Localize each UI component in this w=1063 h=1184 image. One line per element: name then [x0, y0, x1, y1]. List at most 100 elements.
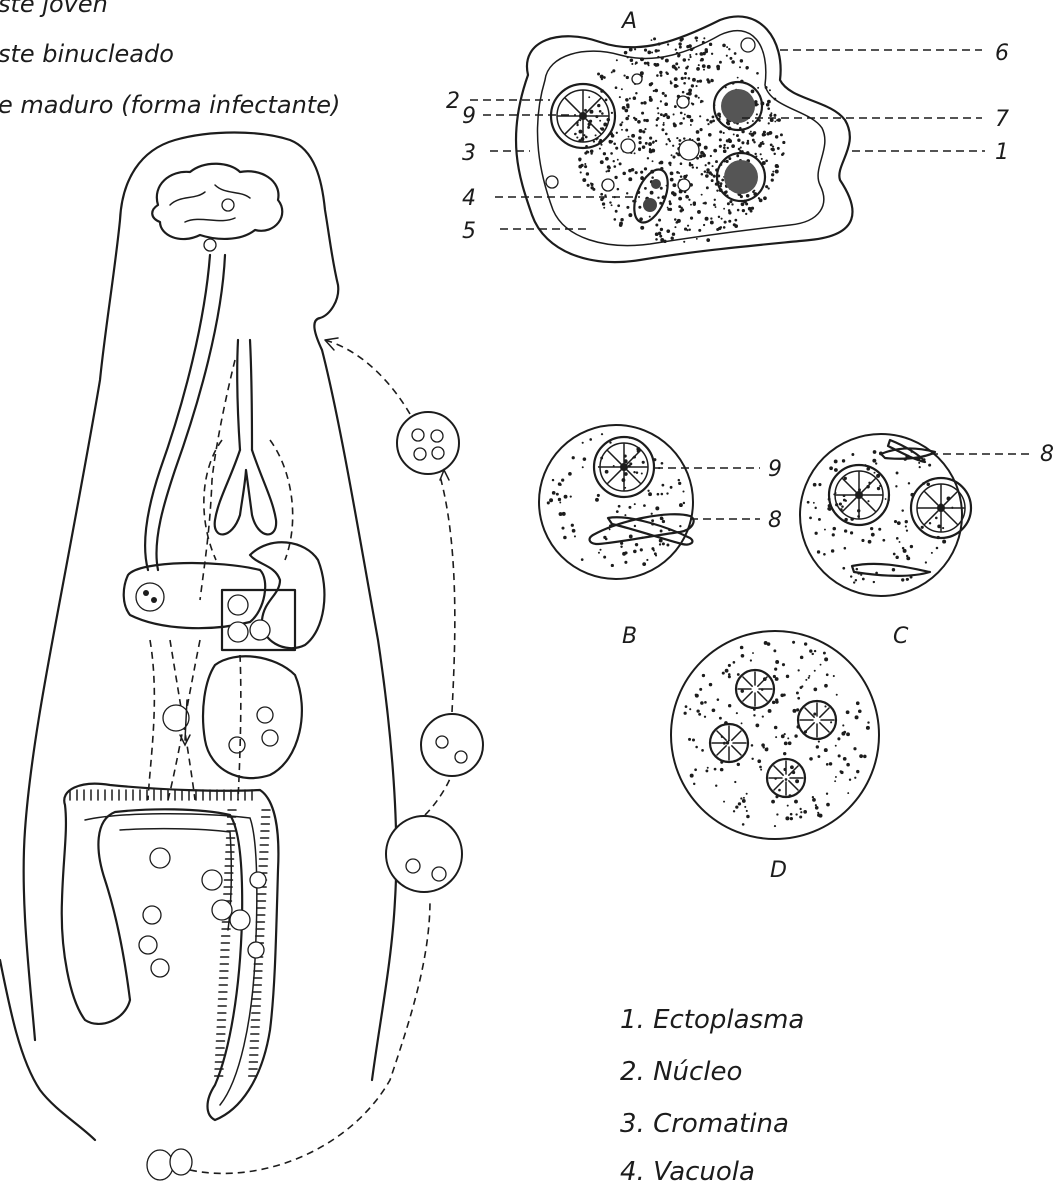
granule	[644, 187, 647, 190]
granule	[855, 715, 859, 719]
granule	[636, 471, 639, 474]
granule	[639, 141, 642, 144]
granule	[854, 777, 856, 779]
granule	[747, 122, 749, 124]
granule	[712, 165, 714, 167]
granule	[700, 701, 704, 705]
granule	[775, 736, 777, 738]
granule	[901, 509, 903, 511]
granule	[680, 175, 683, 178]
granule	[907, 578, 909, 580]
panel-label-d: D	[770, 858, 787, 883]
granule	[720, 768, 724, 772]
granule	[782, 141, 785, 144]
granule	[568, 472, 572, 476]
granule	[647, 490, 649, 492]
granule	[853, 581, 855, 583]
legend-item-2: 2. Núcleo	[620, 1057, 742, 1087]
granule	[707, 123, 709, 125]
granule	[702, 52, 705, 55]
granule	[683, 82, 686, 85]
granule	[657, 112, 659, 114]
granule	[862, 578, 865, 581]
granule	[757, 759, 761, 763]
granule	[670, 486, 673, 489]
granule	[626, 206, 629, 209]
brain	[152, 164, 282, 239]
granule	[728, 48, 730, 50]
granule	[707, 767, 709, 769]
granule	[768, 187, 770, 189]
granule	[800, 686, 803, 689]
granule	[841, 505, 844, 508]
granule	[774, 825, 776, 827]
granule	[665, 59, 669, 63]
granule	[731, 60, 735, 64]
granule	[728, 211, 731, 214]
callout-9: 9	[462, 104, 476, 129]
granule	[826, 673, 829, 676]
granule	[712, 116, 715, 119]
contractile-vacuole	[679, 140, 699, 160]
granule	[601, 433, 603, 435]
granule	[728, 209, 731, 212]
granule	[671, 154, 673, 156]
granule	[818, 483, 821, 486]
granule	[719, 138, 722, 141]
granule	[745, 202, 748, 205]
granule	[605, 99, 608, 102]
granule	[601, 78, 603, 80]
granule	[655, 140, 657, 142]
granule	[826, 763, 829, 766]
callout-3: 3	[462, 141, 476, 166]
chromatin-spoke	[565, 119, 580, 134]
granule	[712, 708, 716, 712]
granule	[642, 461, 645, 464]
granule	[692, 166, 694, 168]
granule	[842, 459, 845, 462]
granule	[751, 758, 753, 760]
granule	[706, 78, 709, 81]
granule	[665, 133, 668, 136]
granule	[639, 129, 643, 133]
granule	[775, 170, 779, 174]
granule	[784, 742, 788, 746]
granule	[684, 227, 687, 230]
granule	[615, 86, 618, 89]
granule	[833, 527, 837, 531]
granule	[754, 153, 756, 155]
granule	[692, 47, 694, 49]
granule	[648, 492, 652, 496]
granule	[559, 512, 563, 516]
granule	[800, 811, 802, 813]
granule	[626, 76, 629, 79]
granule	[705, 48, 708, 51]
granule	[676, 137, 678, 139]
granule	[657, 493, 660, 496]
granule	[628, 136, 630, 138]
granule	[644, 49, 647, 52]
granule	[767, 107, 770, 110]
granule	[834, 468, 838, 472]
granule	[674, 67, 677, 70]
callout-b-9: 9	[768, 457, 782, 482]
granule	[706, 238, 710, 242]
granule	[611, 71, 613, 73]
granule	[910, 545, 913, 548]
granule	[657, 196, 659, 198]
granule	[818, 741, 820, 743]
granule	[678, 482, 681, 485]
granule	[846, 763, 850, 767]
granule	[660, 530, 663, 533]
granule	[753, 141, 755, 143]
granule	[576, 124, 578, 126]
granule	[823, 652, 826, 655]
granule	[723, 208, 725, 210]
granule	[688, 44, 692, 48]
granule	[863, 755, 867, 759]
granule	[837, 737, 840, 740]
granule	[919, 466, 921, 468]
granule	[870, 527, 873, 530]
granule	[645, 142, 648, 145]
granule	[815, 806, 819, 810]
